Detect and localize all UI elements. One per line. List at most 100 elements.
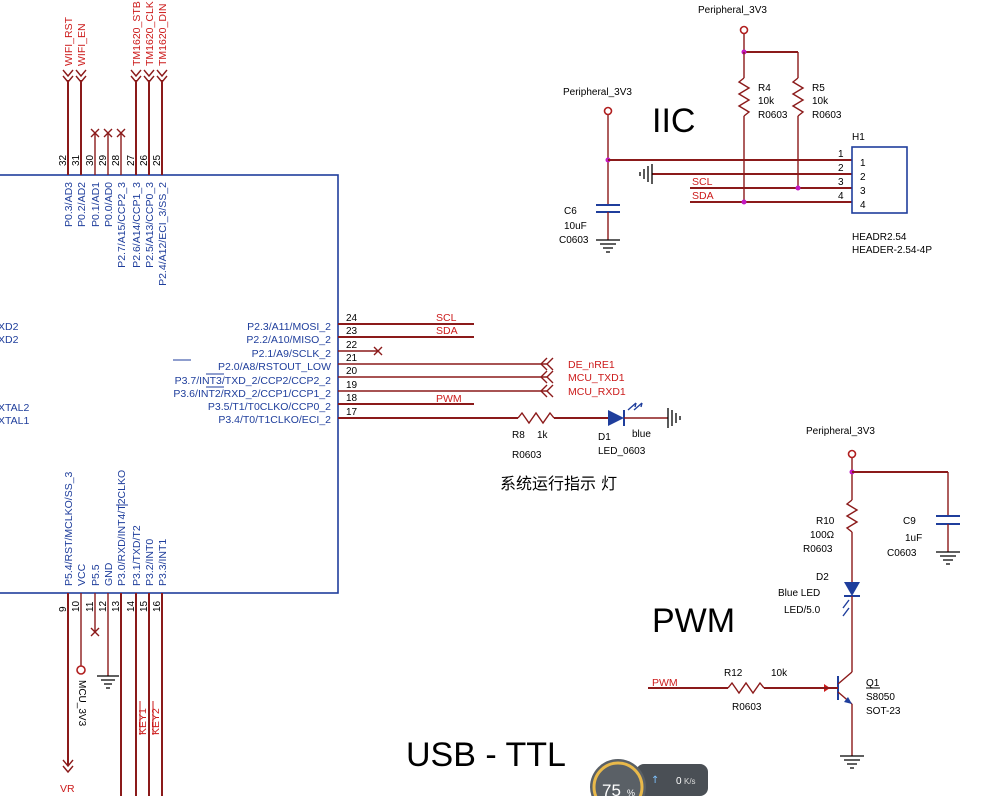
power-port-pwm	[847, 449, 857, 459]
header-h1	[851, 146, 908, 214]
net-tm1620-din: TM1620_DIN	[157, 4, 169, 66]
perf-widget[interactable]: 75 % ↑ 0 K/s	[590, 759, 708, 796]
net-tm1620-clk: TM1620_CLK	[144, 1, 156, 66]
d2-pkg: LED/5.0	[784, 605, 821, 616]
pin-name-11: P5.5	[90, 564, 102, 586]
pin-10: 10	[71, 600, 82, 612]
pin-name-24: P2.3/A11/MOSI_2	[247, 321, 331, 333]
r4-val: 10k	[758, 96, 775, 107]
d1-val: blue	[632, 429, 651, 440]
pin-15: 15	[139, 600, 150, 612]
pin-9: 9	[58, 606, 69, 612]
pin-name-9: P5.4/RST/MCLKO/SS_3	[63, 471, 75, 586]
d1-ref: D1	[598, 432, 611, 443]
pin-name-16: P3.3/INT1	[157, 539, 169, 586]
net-speed: 0	[676, 776, 682, 787]
no-connect-22	[373, 346, 383, 356]
pin-name-rxd2: XD2	[0, 334, 19, 346]
iic-section: IIC Peripheral_3V3 R4 10k R0603 R5 10k R…	[559, 5, 932, 256]
pin-name-13: P3.0/RXD/INT4/T2CLKO	[116, 470, 128, 586]
upload-arrow-icon: ↑	[651, 775, 659, 786]
net-key1: KEY1	[137, 708, 149, 735]
pin-name-10: VCC	[76, 563, 88, 586]
pin-name-18: P3.5/T1/T0CLKO/CCP0_2	[208, 401, 331, 413]
gnd-symbol-q1	[840, 755, 864, 769]
r8-val: 1k	[537, 430, 549, 441]
pin-32: 32	[58, 154, 69, 166]
resistor-r4	[737, 77, 751, 117]
power-label-pwm: Peripheral_3V3	[806, 426, 875, 437]
svg-text:2: 2	[860, 172, 866, 183]
pin-28: 28	[111, 154, 122, 166]
h1-val: HEADR2.54	[852, 232, 907, 243]
pin-name-26: P2.5/A13/CCP0_3	[144, 182, 156, 268]
pin-30: 30	[85, 154, 96, 166]
pin-name-12: GND	[103, 562, 115, 586]
cpu-percent: 75	[602, 781, 621, 796]
pin-name-15: P3.2/INT0	[144, 539, 156, 586]
r5-pkg: R0603	[812, 110, 842, 121]
pin-name-28: P2.7/A15/CCP2_3	[116, 182, 128, 268]
power-label-left: Peripheral_3V3	[563, 87, 632, 98]
pin-name-xtal2: XTAL2	[0, 402, 29, 414]
left-pins: XD2 XD2 XTAL2 XTAL1	[0, 321, 29, 427]
led-d2	[844, 582, 860, 596]
pin-name-30: P0.1/AD1	[90, 182, 102, 227]
pin-20: 20	[346, 366, 358, 377]
pin-name-31: P0.2/AD2	[76, 182, 88, 227]
pin-21: 21	[346, 353, 358, 364]
r12-val: 10k	[771, 668, 788, 679]
gnd-symbol-c9	[936, 551, 960, 565]
no-connect-marks	[90, 128, 126, 138]
led-d1	[608, 410, 624, 426]
pin-25: 25	[152, 154, 163, 166]
r12-pkg: R0603	[732, 702, 762, 713]
bottom-pins: P5.4/RST/MCLKO/SS_3 VCC P5.5 GND P3.0/RX…	[58, 470, 169, 796]
power-port-top	[739, 25, 749, 35]
cpu-unit: %	[627, 788, 635, 796]
r10-ref: R10	[816, 516, 835, 527]
pin-name-25: P2.4/A12/ECI_3/SS_2	[157, 182, 169, 286]
pin-name-19: P3.6/INT2/RXD_2/CCP1/CCP1_2	[173, 388, 331, 400]
pin-name-32: P0.3/AD3	[63, 182, 75, 227]
net-pwm-q1: PWM	[652, 677, 678, 689]
led-caption: 系统运行指示 灯	[500, 474, 617, 493]
pin-name-27: P2.6/A14/CCP1_3	[131, 182, 143, 268]
r8-pkg: R0603	[512, 450, 542, 461]
pin-name-txd2: XD2	[0, 321, 19, 333]
net-sda-mcu: SDA	[436, 325, 458, 337]
r5-val: 10k	[812, 96, 829, 107]
q1-pkg: SOT-23	[866, 706, 901, 717]
pin-11: 11	[85, 601, 96, 612]
c9-val: 1uF	[905, 533, 922, 544]
pin-18: 18	[346, 393, 358, 404]
net-wifi-en: WIFI_EN	[76, 23, 88, 66]
pin-23: 23	[346, 326, 358, 337]
c6-pkg: C0603	[559, 235, 589, 246]
pin-name-14: P3.1/TXD/T2	[131, 525, 143, 586]
q1-val: S8050	[866, 692, 895, 703]
h1-pkg: HEADER-2.54-4P	[852, 245, 932, 256]
net-wifi-rst: WIFI_RST	[63, 16, 75, 66]
c6-ref: C6	[564, 206, 577, 217]
svg-text:3: 3	[838, 177, 844, 188]
gnd-symbol-d1	[667, 408, 681, 428]
svg-text:4: 4	[838, 191, 844, 202]
pin-name-17: P3.4/T0/T1CLKO/ECI_2	[218, 414, 331, 426]
r4-pkg: R0603	[758, 110, 788, 121]
net-tm1620-stb: TM1620_STB	[131, 1, 143, 66]
pin-26: 26	[139, 154, 150, 166]
pin-name-20: P3.7/INT3/TXD_2/CCP2/CCP2_2	[175, 375, 332, 387]
power-port-mcu3v3	[76, 665, 86, 675]
net-mcu-rxd1: MCU_RXD1	[568, 386, 626, 398]
c9-ref: C9	[903, 516, 916, 527]
net-sda-iic: SDA	[692, 190, 714, 202]
top-pins: WIFI_RST WIFI_EN TM1620_STB TM1620_CLK T…	[58, 1, 169, 286]
c9-pkg: C0603	[887, 548, 917, 559]
pin-29: 29	[98, 154, 109, 166]
iic-title: IIC	[652, 102, 695, 140]
pin-31: 31	[71, 154, 82, 166]
pin-16: 16	[152, 600, 163, 612]
pin-name-29: P0.0/AD0	[103, 182, 115, 227]
